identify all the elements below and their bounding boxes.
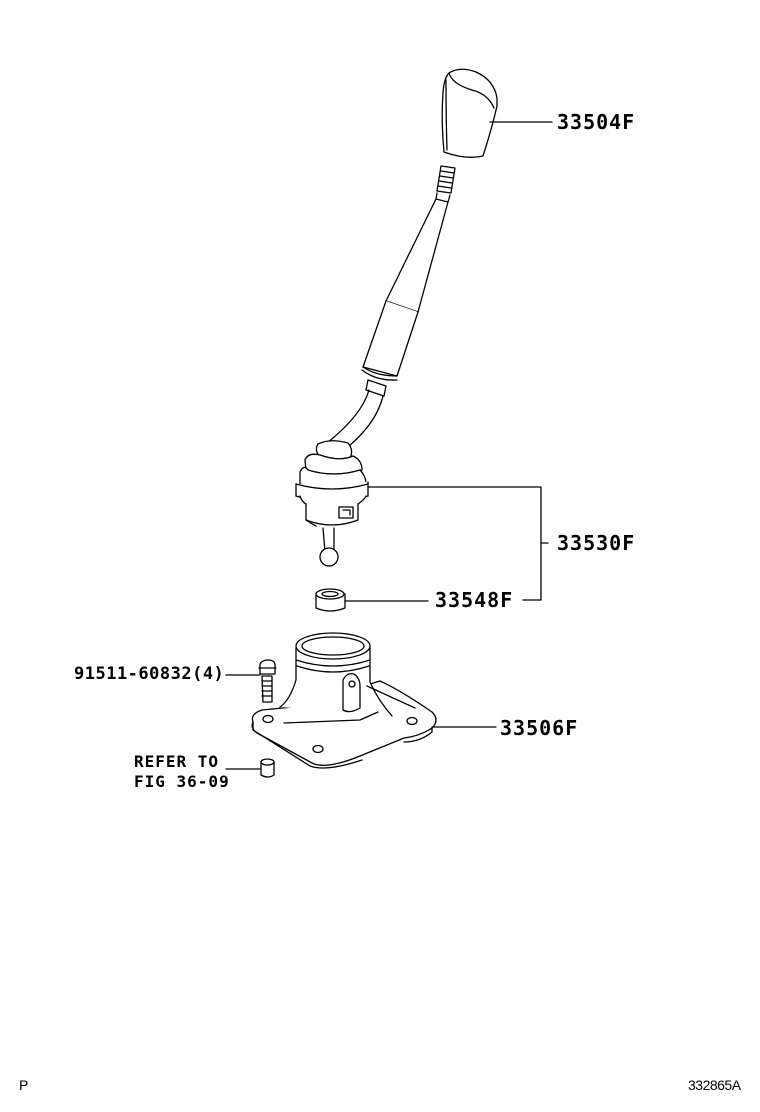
bolt-part[interactable] [258,659,277,703]
callout-91511-60832[interactable]: 91511-60832(4) [74,664,225,684]
shift-lever-boot-part[interactable] [295,440,369,567]
drawing-number: 332865A [688,1077,741,1093]
leader-lines [225,121,553,770]
retainer-housing-part[interactable] [251,632,437,769]
callout-33504F[interactable]: 33504F [557,110,636,134]
reference-note-line2: FIG 36-09 [134,772,230,791]
callout-33530F[interactable]: 33530F [557,531,636,555]
callout-33506F[interactable]: 33506F [500,716,579,740]
callout-33548F[interactable]: 33548F [435,588,514,612]
reference-pin-part[interactable] [260,758,275,778]
reference-note-line1: REFER TO [134,752,220,771]
shift-knob-part[interactable] [441,68,498,158]
shift-lever-rod-part[interactable] [326,165,456,451]
footer-left-code: P [19,1077,29,1093]
bushing-part[interactable] [315,588,346,612]
reference-note[interactable]: REFER TO FIG 36-09 [134,752,230,792]
